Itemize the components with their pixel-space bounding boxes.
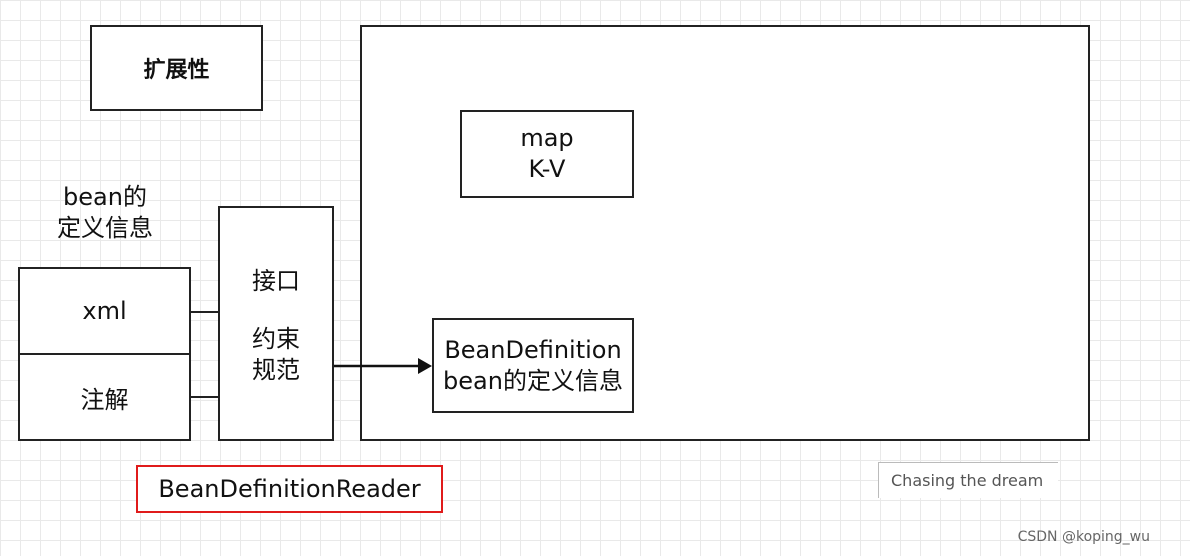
annotation-label: 注解 [80,385,129,414]
annotation-connector-line [191,396,218,398]
map-box: map K-V [460,110,634,198]
bean-definition-desc: bean的定义信息 [443,366,623,395]
extensibility-label: 扩展性 [143,58,210,83]
kv-label: K-V [528,155,566,183]
bean-definition-reader-box: BeanDefinitionReader [136,465,443,513]
map-label: map [520,124,574,152]
xml-box: xml [18,267,191,355]
arrow-head [418,358,432,374]
bean-def-label-line2: 定义信息 [57,214,153,242]
csdn-watermark: CSDN @koping_wu [1017,529,1150,545]
bean-definition-box: BeanDefinition bean的定义信息 [432,318,634,413]
xml-label: xml [82,297,127,325]
spec-label: 规范 [252,356,300,384]
constraint-label: 约束 [252,325,300,353]
extensibility-box: 扩展性 [90,25,263,111]
bean-definition-label: BeanDefinition [444,335,622,364]
annotation-box: 注解 [18,353,191,441]
bean-def-label-line1: bean的 [63,183,147,211]
bean-definition-reader-label: BeanDefinitionReader [158,475,421,503]
xml-connector-line [191,311,218,313]
interface-box: 接口 约束 规范 [218,206,334,441]
interface-label: 接口 [252,267,300,295]
chasing-dream-caption: Chasing the dream [878,462,1058,498]
chasing-dream-text: Chasing the dream [891,471,1044,490]
bean-def-info-label: bean的 定义信息 [40,182,170,244]
arrow-to-bean-definition [334,358,432,374]
